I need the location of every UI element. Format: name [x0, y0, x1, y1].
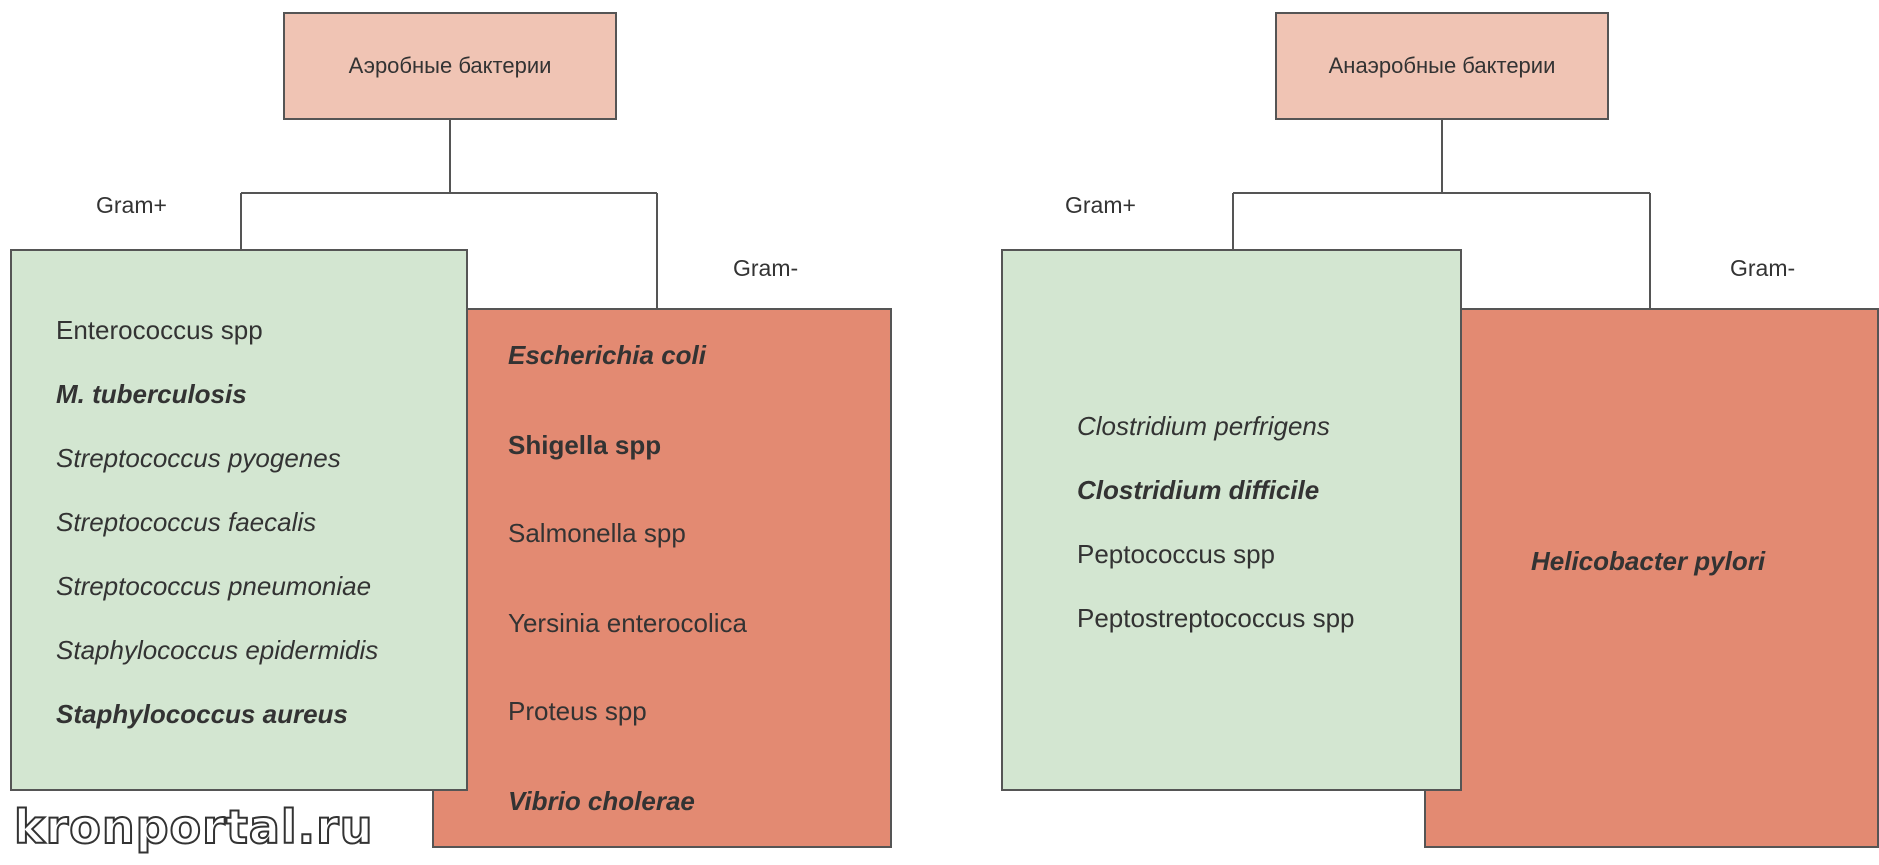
list-item: Shigella spp	[508, 430, 662, 460]
anaerobic-root-box: Анаэробные бактерии	[1275, 12, 1609, 120]
list-item: Streptococcus faecalis	[56, 507, 317, 537]
list-item: Escherichia coli	[508, 340, 706, 370]
list-item: Clostridium perfrigens	[1077, 411, 1330, 441]
list-item: Staphylococcus aureus	[56, 699, 348, 729]
list-item: Salmonella spp	[508, 518, 686, 548]
list-item: Peptostreptococcus spp	[1077, 603, 1355, 633]
aerobic-root-box: Аэробные бактерии	[283, 12, 617, 120]
watermark-logo: kronportal.ru	[13, 799, 374, 855]
list-item: M. tuberculosis	[56, 379, 247, 409]
list-item: Enterococcus spp	[56, 315, 263, 345]
aerobic-gram-pos-box: Enterococcus spp M. tuberculosis Strepto…	[10, 249, 468, 791]
anaerobic-gram-pos-label: Gram+	[1065, 192, 1136, 218]
anaerobic-title: Анаэробные бактерии	[1328, 53, 1556, 78]
anaerobic-gram-neg-label: Gram-	[1730, 255, 1796, 281]
list-item: Streptococcus pyogenes	[56, 443, 341, 473]
list-item: Peptococcus spp	[1077, 539, 1276, 569]
list-item: Helicobacter pylori	[1531, 546, 1766, 576]
aerobic-gram-neg-box: Escherichia coli Shigella spp Salmonella…	[432, 308, 892, 848]
anaerobic-gram-pos-box: Clostridium perfrigens Clostridium diffi…	[1001, 249, 1462, 791]
list-item: Proteus spp	[508, 696, 647, 726]
aerobic-gram-pos-label: Gram+	[96, 192, 167, 218]
list-item: Clostridium difficile	[1077, 475, 1320, 505]
aerobic-title: Аэробные бактерии	[348, 53, 552, 78]
list-item: Streptococcus pneumoniae	[56, 571, 372, 601]
list-item: Yersinia enterocolica	[508, 608, 747, 638]
list-item: Staphylococcus epidermidis	[56, 635, 379, 665]
list-item: Vibrio cholerae	[508, 786, 695, 816]
anaerobic-gram-neg-box: Helicobacter pylori	[1424, 308, 1879, 848]
aerobic-gram-neg-label: Gram-	[733, 255, 799, 281]
